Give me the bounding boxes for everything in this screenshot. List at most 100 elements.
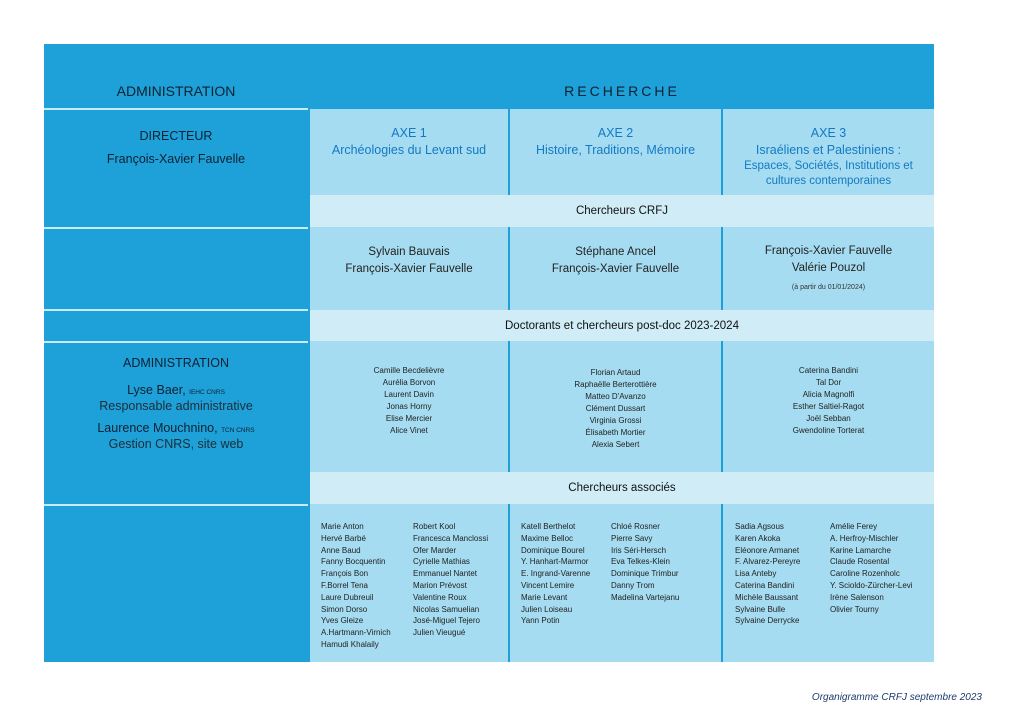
associate-name: Laure Dubreuil: [321, 592, 374, 602]
director-name: François-Xavier Fauvelle: [106, 151, 246, 166]
axis-number: AXE 3: [810, 126, 847, 140]
doctoral-name: Laurent Davin: [384, 390, 434, 399]
associate-name: F. Alvarez-Pereyre: [735, 557, 801, 567]
associate-name: A.Hartmann-Virnich: [321, 628, 391, 638]
research-header: RECHERCHE: [564, 83, 680, 99]
doctoral-name: Esther Saltiel-Ragot: [792, 402, 865, 411]
associate-name: François Bon: [321, 569, 369, 579]
doctoral-name: Caterina Bandini: [798, 366, 859, 375]
associate-name: Simon Dorso: [321, 604, 368, 614]
researcher-start-note: (à partir du 01/01/2024): [791, 284, 866, 291]
doctoral-band-label: Doctorants et chercheurs post-doc 2023-2…: [505, 319, 739, 332]
associate-name: Iris Séri-Hersch: [611, 545, 667, 555]
associate-name: Valentine Roux: [413, 592, 467, 602]
associate-name: Chloé Rosner: [611, 522, 660, 531]
associate-name: Hamudi Khalaily: [321, 639, 379, 649]
axis-heading: AXE 2 Histoire, Traditions, Mémoire: [510, 125, 721, 165]
associate-name: Amélie Ferey: [830, 522, 878, 531]
axis-number: AXE 1: [391, 126, 427, 140]
doctoral-name: Alexia Sebert: [591, 440, 640, 449]
associate-name: Ofer Marder: [413, 545, 457, 555]
associate-name: A. Herfroy-Mischler: [830, 533, 899, 543]
axis-number: AXE 2: [597, 126, 634, 140]
left-divider: [44, 504, 308, 506]
associate-name: Y. Scioldo-Zürcher-Levi: [830, 580, 913, 590]
associate-name: Fanny Bocquentin: [321, 557, 386, 567]
researchers-band-label: Chercheurs CRFJ: [575, 205, 669, 217]
associate-name: Francesca Manclossi: [413, 533, 489, 543]
axis3-associates-col1: Sadia Agsous Karen Akoka Eléonore Armane…: [735, 521, 827, 627]
associate-name: Eléonore Armanet: [735, 545, 800, 555]
associate-name: Lisa Anteby: [735, 569, 777, 579]
axis-heading: AXE 1 Archéologies du Levant sud: [310, 125, 508, 165]
doctoral-band: [310, 310, 934, 341]
staff-name-text: Laurence Mouchnino,: [97, 421, 218, 435]
administration-title: ADMINISTRATION: [122, 356, 230, 370]
associate-name: Eva Telkes-Klein: [611, 557, 670, 567]
researcher-name: François-Xavier Fauvelle: [345, 263, 473, 275]
doctoral-name: Jonas Horny: [386, 402, 432, 411]
associate-name: Cyrielle Mathias: [413, 557, 470, 567]
doctoral-name: Élisabeth Mortier: [585, 428, 646, 437]
associate-name: Karen Akoka: [735, 533, 781, 543]
associates-band: [310, 472, 934, 504]
doctoral-name: Joël Sebban: [806, 414, 851, 423]
doctoral-name: Gwendoline Torterat: [792, 426, 865, 435]
doctoral-name: Tal Dor: [815, 378, 842, 387]
associate-name: Anne Baud: [321, 545, 361, 555]
director-block: DIRECTEUR François-Xavier Fauvelle: [44, 124, 308, 170]
doctoral-name: Matteo D'Avanzo: [585, 392, 646, 401]
axis2-doctoral-list: Florian Artaud Raphaëlle Berterottière M…: [510, 367, 721, 457]
associate-name: Hervé Barbé: [321, 533, 366, 543]
staff-tag: TCN CNRS: [221, 427, 255, 434]
researcher-name: François-Xavier Fauvelle: [551, 263, 680, 275]
associate-name: Nicolas Samuelian: [413, 604, 480, 614]
administration-header: ADMINISTRATION: [116, 83, 236, 99]
associate-name: Olivier Tourny: [830, 604, 879, 614]
researchers-band: [310, 195, 934, 227]
associate-name: Marion Prévost: [413, 580, 467, 590]
researcher-name: Sylvain Bauvais: [368, 246, 450, 258]
associate-name: Pierre Savy: [611, 533, 653, 543]
axis-heading: AXE 3 Israéliens et Palestiniens : Espac…: [723, 125, 934, 193]
researcher-name: François-Xavier Fauvelle: [764, 245, 893, 257]
doctoral-name: Florian Artaud: [590, 368, 641, 377]
associate-name: Julien Vieugué: [413, 628, 466, 638]
associate-name: Sadia Agsous: [735, 522, 784, 531]
associate-name: Vincent Lemire: [521, 580, 575, 590]
associate-name: Michèle Baussant: [735, 592, 799, 602]
doctoral-name: Camille Becdelièvre: [373, 366, 445, 375]
left-divider: [44, 341, 308, 343]
associate-name: E. Ingrand-Varenne: [521, 569, 591, 579]
axis-subtitle: Espaces, Sociétés, Institutions et: [744, 160, 913, 172]
associate-name: Irène Salenson: [830, 592, 884, 602]
associate-name: Robert Kool: [413, 522, 456, 531]
axis1-associates-col2: Robert Kool Francesca Manclossi Ofer Mar…: [413, 521, 507, 639]
doctoral-name: Alice Vinet: [390, 426, 428, 435]
axis2-associates-col1: Katell Berthelot Maxime Belloc Dominique…: [521, 521, 609, 627]
associate-name: José-Miguel Tejero: [413, 616, 480, 626]
associate-name: Claude Rosental: [830, 557, 890, 567]
axis3-researchers: François-Xavier Fauvelle Valérie Pouzol …: [723, 243, 934, 295]
associate-name: Madelina Vartejanu: [611, 592, 680, 602]
associate-name: Maxime Belloc: [521, 533, 574, 543]
staff-name: Laurence Mouchnino, TCN CNRS: [97, 421, 254, 435]
director-title: DIRECTEUR: [139, 128, 213, 143]
associate-name: Sylvaine Derrycke: [735, 616, 800, 626]
associate-name: Karine Lamarche: [830, 545, 891, 555]
associate-name: F.Borrel Tena: [321, 580, 368, 590]
associate-name: Caterina Bandini: [735, 580, 795, 590]
staff-tag: IEHC CNRS: [189, 389, 225, 396]
administration-block: ADMINISTRATION Lyse Baer, IEHC CNRS Resp…: [44, 356, 308, 468]
axis1-researchers: Sylvain Bauvais François-Xavier Fauvelle: [310, 244, 508, 284]
associate-name: Marie Anton: [321, 522, 364, 531]
footer-caption: Organigramme CRFJ septembre 2023: [811, 692, 982, 703]
axis-title: Israéliens et Palestiniens :: [755, 143, 902, 157]
axis1-associates-col1: Marie Anton Hervé Barbé Anne Baud Fanny …: [321, 521, 411, 651]
associate-name: Danny Trom: [611, 580, 655, 590]
associate-name: Sylvaine Bulle: [735, 604, 786, 614]
left-divider: [44, 309, 308, 311]
associate-name: Dominique Trimbur: [611, 569, 679, 579]
axis3-associates-col2: Amélie Ferey A. Herfroy-Mischler Karine …: [830, 521, 933, 615]
staff-role: Responsable administrative: [99, 399, 253, 413]
